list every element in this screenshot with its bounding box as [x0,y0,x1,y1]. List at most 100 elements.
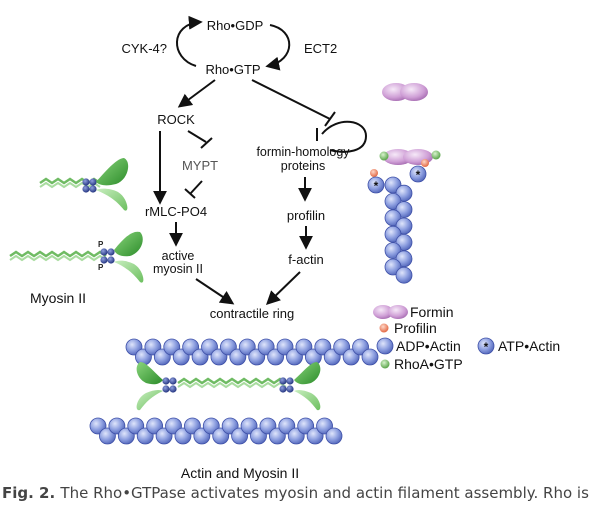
light-chain [169,377,177,385]
light-chain [279,385,287,393]
myosin-molecule-top [39,158,129,211]
myosin-tail-2 [9,254,107,262]
light-chain [286,377,294,385]
myosin-tail-2 [39,181,101,189]
rho-cycle: Rho•GDP Rho•GTP CYK-4? ECT2 [121,15,337,77]
light-chain [107,256,115,264]
actin-subunit [361,348,379,366]
formin-lobe [400,83,428,101]
rock-branch: ROCK MYPT rMLC-PO4 active myosin II [145,79,235,305]
legend-formin-label: Formin [410,304,454,320]
legend-profilin: Profilin [379,320,437,336]
myosin-head [294,362,321,385]
formin-free [382,83,428,101]
myosin-label: Myosin II [30,290,86,306]
atp-actin [477,337,495,355]
phospho-label: P [98,240,104,249]
legend-rhoa: RhoA•GTP [380,356,463,372]
mypt-label: MYPT [182,158,218,173]
factin-label: f-actin [288,252,323,267]
ect2-arrow [265,24,291,71]
rhoa-gtp [431,150,441,160]
phospho-label: P [98,263,104,272]
vertical-actin-filament [384,176,413,284]
legend: Formin Profilin ADP•Actin * ATP•Actin Rh… [373,304,560,372]
rock-label: ROCK [157,112,195,127]
rhoa-gtp [379,151,389,161]
myosin-tail [177,377,287,385]
ect2-label: ECT2 [304,41,337,56]
atp-asterisk: * [374,179,379,193]
light-chain [169,385,177,393]
rho-formin-inhibit-bar [324,111,336,127]
formin-autoinhibition-loop [321,120,368,153]
myosin-head [136,362,163,385]
myosin-molecule-phosphorylated: P P [9,231,144,283]
contractile-ring-label: contractile ring [210,306,295,321]
light-chain [279,377,287,385]
legend-adp-actin: ADP•Actin [376,337,461,355]
rho-gtp-label: Rho•GTP [205,62,260,77]
profilin [379,323,389,333]
profilin-label: profilin [287,208,325,223]
light-chain [89,178,97,186]
atp-asterisk: * [484,340,489,354]
myosin-tail [9,250,107,258]
caption-prefix: Fig. 2. [2,484,56,502]
light-chain [89,185,97,193]
active-to-ring-arrow [195,278,235,305]
light-chain [100,256,108,264]
rock-inhibit-bar [200,137,213,149]
formin-lobe [373,305,393,319]
formin-lobe [388,305,408,319]
cyk4-arrow [176,15,203,67]
light-chain [162,377,170,385]
light-chain [107,248,115,256]
legend-rhoa-label: RhoA•GTP [394,356,463,372]
myosin-head [96,158,129,186]
adp-actin [376,337,394,355]
formin-bound-filament: * * [367,149,441,284]
rho-to-rock-arrow [177,79,216,108]
actin-subunit [325,427,343,445]
rho-to-formin-inhibit [251,79,331,120]
formin-proteins-line1: formin-homology [256,145,350,159]
mypt-inhibits-rmlc [189,180,203,195]
bipolar-myosin-filament [136,362,321,411]
light-chain [286,385,294,393]
profilin [421,159,429,167]
light-chain [162,385,170,393]
light-chain [82,185,90,193]
active-myosin-line1: active [162,249,195,263]
legend-atp-actin: * ATP•Actin [477,337,560,355]
myosin-tail-2 [177,381,287,389]
legend-atp-actin-label: ATP•Actin [498,338,560,354]
cyk4-label: CYK-4? [121,41,167,56]
rhoa-gtp [380,359,390,369]
atp-actin [367,176,385,194]
light-chain [82,178,90,186]
active-myosin-line2: myosin II [153,262,203,276]
formin-proteins-line2: proteins [281,159,325,173]
actin-myosin-bundle [89,338,379,445]
atp-actin [409,165,427,183]
myosin-head [294,389,321,411]
profilin [370,169,378,177]
figure-caption: Fig. 2. The Rho•GTPase activates myosin … [0,483,606,505]
rock-inhibits-mypt [187,130,207,143]
legend-adp-actin-label: ADP•Actin [396,338,461,354]
rho-gdp-label: Rho•GDP [207,18,264,33]
atp-asterisk: * [416,168,421,182]
formin-branch: formin-homology proteins profilin f-acti… [251,79,368,305]
actin-subunit [395,266,413,284]
light-chain [100,248,108,256]
myosin-head [114,231,143,257]
actin-myosin-label: Actin and Myosin II [181,465,299,481]
myosin-head [114,260,144,283]
rmlc-label: rMLC-PO4 [145,204,207,219]
legend-profilin-label: Profilin [394,320,437,336]
myosin-head [136,389,163,411]
mypt-inhibit-bar [184,188,196,199]
myosin-head [96,188,128,211]
